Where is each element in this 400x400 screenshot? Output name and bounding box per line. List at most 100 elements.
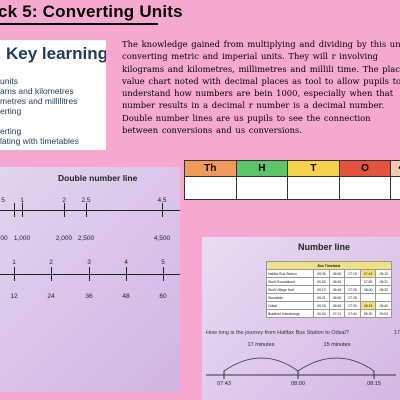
timetable-cell: 08:15	[359, 301, 377, 310]
tick	[14, 267, 15, 281]
timetable-cell: 06:35	[313, 269, 330, 278]
question-fragment: 17	[394, 330, 400, 336]
timetable-cell	[359, 293, 377, 302]
key-learning-title: Key learning	[6, 44, 106, 63]
number-line	[0, 274, 180, 275]
timetable-cell: 06:19	[313, 285, 330, 294]
time-label: 08:15	[367, 381, 381, 387]
double-number-line-card: Double number line 5 1 2 2.5 4.5 00 1,00…	[0, 167, 180, 392]
pv-header: O	[339, 161, 391, 177]
tick-label: 1,000	[13, 235, 31, 242]
pv-header: Th	[185, 161, 236, 177]
timetable-cell: 09:00	[375, 309, 392, 318]
timetable-stop: Odsal	[265, 301, 315, 310]
timetable-cell	[375, 293, 392, 302]
timetable-cell: 07:25	[344, 285, 361, 294]
timetable-cell: 07:33	[344, 301, 361, 310]
page-title: ck 5: Converting Units	[0, 2, 183, 21]
tick	[162, 203, 163, 217]
key-learning-item: metres and millilitres	[0, 96, 78, 106]
tick-label: 2,000	[55, 235, 73, 242]
pv-header: T	[288, 161, 339, 177]
tick-label: 60	[159, 293, 167, 300]
timetable-cell: 06:45	[328, 277, 346, 286]
tick-label: 5	[1, 197, 5, 204]
timetable-cell: 06:21	[313, 293, 330, 302]
title-underline	[0, 23, 158, 25]
double-number-line-title: Double number line	[58, 173, 138, 183]
tick-label: 36	[85, 293, 93, 300]
pv-column-tens: T	[288, 161, 340, 199]
tick	[89, 267, 90, 281]
key-learning-card: Key learning units ams and kilometres me…	[0, 40, 106, 150]
tick-label: 2,500	[77, 235, 95, 242]
timetable-cell: 08:30	[359, 309, 377, 318]
timetable-cell: 07:01	[328, 309, 346, 318]
pv-column-hundreds: H	[236, 161, 289, 199]
pv-column-thousands: Th	[185, 161, 237, 199]
pv-header: •	[391, 161, 400, 177]
timetable-cell: 07:43	[359, 269, 377, 278]
tick	[64, 203, 65, 217]
tick-label: 24	[47, 293, 55, 300]
number-line-title: Number line	[298, 242, 351, 252]
timetable-cell: 08:31	[375, 277, 392, 286]
key-learning-item: lating with timetables	[0, 136, 79, 146]
place-value-chart: Th H T O •	[184, 160, 400, 200]
timetable-stop: Woodside	[265, 293, 315, 302]
timetable-cell: 06:55	[313, 277, 330, 286]
tick-label: 4.5	[157, 197, 167, 204]
tick-label: 12	[10, 293, 18, 300]
timetable-cell: 06:26	[313, 301, 330, 310]
tick	[51, 267, 52, 281]
timetable-stop: Bradford Interchange	[265, 309, 315, 318]
tick-label: 3	[87, 259, 91, 266]
timetable-cell: 06:55	[328, 301, 346, 310]
tick	[163, 267, 164, 281]
timetable-cell: 08:15	[375, 269, 392, 278]
key-learning-item: erting	[0, 106, 22, 116]
tick-label: 2.5	[81, 197, 91, 204]
timetable-cell: 08:32	[375, 285, 392, 294]
tick	[126, 267, 127, 281]
time-label: 08:00	[291, 381, 305, 387]
tick-label: 5	[161, 259, 165, 266]
tick-label: 48	[122, 293, 130, 300]
pv-column-ones: O	[339, 161, 392, 199]
key-learning-item: erting	[0, 126, 22, 136]
number-line	[0, 210, 180, 211]
pv-header: H	[236, 161, 288, 177]
timetable-cell: 06:50	[328, 293, 346, 302]
tick-label: 2	[62, 197, 66, 204]
segment-label: 17 minutes	[247, 342, 275, 348]
tick	[14, 203, 15, 217]
timetable-stop: Halifax Bus Station	[265, 269, 315, 278]
segment-label: 15 minutes	[323, 342, 351, 348]
pv-column-decimal: •	[391, 161, 400, 199]
timetable-cell: 07:44	[344, 309, 361, 318]
timetable-cell: 06:50	[328, 269, 346, 278]
tick-label: 1	[12, 259, 16, 266]
timetable-cell	[344, 277, 361, 286]
tick-label: 4	[124, 259, 128, 266]
timetable-cell: 06:46	[328, 285, 346, 294]
timetable-cell: 08:45	[375, 301, 392, 310]
body-paragraph: The knowledge gained from multiplying an…	[122, 39, 400, 136]
number-line-card: Number line Bus Timetable Halifax Bus St…	[202, 237, 400, 400]
timetable-header: Bus Timetable	[266, 261, 392, 270]
tick-label: 00	[0, 235, 8, 242]
key-learning-item: units	[0, 76, 18, 86]
timetable-stop: Shelf Roundabout	[265, 277, 315, 286]
timetable-cell: 08:00	[359, 285, 377, 294]
tick-label: 1	[20, 197, 24, 204]
timetable-cell: 06:34	[313, 309, 330, 318]
key-learning-item: ams and kilometres	[0, 86, 74, 96]
journey-number-line	[206, 357, 396, 379]
